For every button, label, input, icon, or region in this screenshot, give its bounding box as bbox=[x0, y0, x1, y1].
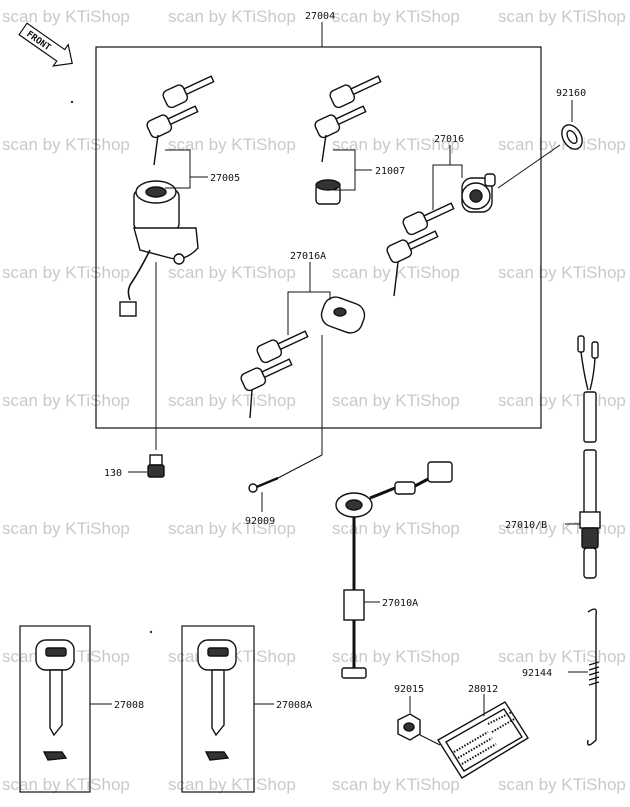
nut-92015 bbox=[397, 713, 421, 741]
watermark-text: scan by KTiShop bbox=[332, 647, 460, 666]
watermark-text: scan by KTiShop bbox=[168, 391, 296, 410]
seat-lock-27016 bbox=[461, 173, 496, 213]
watermark-text: scan by KTiShop bbox=[2, 263, 130, 282]
switch-27010a bbox=[335, 461, 453, 679]
watermark-text: scan by KTiShop bbox=[498, 7, 626, 26]
label-27010b: 27010/B bbox=[505, 520, 547, 531]
key-pair-3 bbox=[386, 202, 455, 297]
label-27008a: 27008A bbox=[276, 700, 312, 711]
watermark-text: scan by KTiShop bbox=[498, 775, 626, 794]
watermark-text: scan by KTiShop bbox=[168, 519, 296, 538]
label-92015: 92015 bbox=[394, 684, 424, 695]
watermark-text: scan by KTiShop bbox=[168, 7, 296, 26]
watermark-text: scan by KTiShop bbox=[332, 775, 460, 794]
label-28012: 28012 bbox=[468, 684, 498, 695]
watermark-layer: scan by KTiShop scan by KTiShop scan by KT… bbox=[2, 7, 626, 794]
watermark-text: scan by KTiShop bbox=[332, 391, 460, 410]
label-27010a: 27010A bbox=[382, 598, 418, 609]
spring-92144 bbox=[586, 608, 600, 746]
watermark-text: scan by KTiShop bbox=[168, 135, 296, 154]
watermark-text: scan by KTiShop bbox=[332, 263, 460, 282]
watermark-text: scan by KTiShop bbox=[332, 135, 460, 154]
label-27004: 27004 bbox=[305, 11, 335, 22]
watermark-text: scan by KTiShop bbox=[498, 647, 626, 666]
label-27008: 27008 bbox=[114, 700, 144, 711]
watermark-text: scan by KTiShop bbox=[2, 775, 130, 794]
watermark-text: scan by KTiShop bbox=[2, 135, 130, 154]
watermark-text: scan by KTiShop bbox=[332, 519, 460, 538]
watermark-text: scan by KTiShop bbox=[168, 263, 296, 282]
label-27016: 27016 bbox=[434, 134, 464, 145]
helmet-lock-27016a bbox=[320, 296, 366, 334]
label-130: 130 bbox=[104, 468, 122, 479]
label-92160: 92160 bbox=[556, 88, 586, 99]
label-92009: 92009 bbox=[245, 516, 275, 527]
front-arrow: FRONT bbox=[18, 22, 73, 67]
watermark-text: scan by KTiShop bbox=[498, 263, 626, 282]
key-frame-27008a bbox=[181, 625, 255, 793]
watermark-text: scan by KTiShop bbox=[332, 7, 460, 26]
washer-92160 bbox=[561, 124, 583, 150]
label-27005: 27005 bbox=[210, 173, 240, 184]
watermark-text: scan by KTiShop bbox=[2, 519, 130, 538]
key-pair-4 bbox=[240, 330, 309, 419]
watermark-text: scan by KTiShop bbox=[2, 7, 130, 26]
key-blank-27008 bbox=[35, 639, 75, 761]
bolt-130 bbox=[147, 454, 165, 478]
ignition-switch bbox=[119, 180, 199, 317]
key-blank-27008a bbox=[197, 639, 237, 761]
watermark-text: scan by KTiShop bbox=[498, 391, 626, 410]
screw-92009 bbox=[248, 476, 279, 493]
label-92144: 92144 bbox=[522, 668, 552, 679]
label-27016a: 27016A bbox=[290, 251, 326, 262]
switch-27010b bbox=[577, 335, 601, 579]
watermark-text: scan by KTiShop bbox=[498, 135, 626, 154]
key-frame-27008 bbox=[19, 625, 91, 793]
lock-cylinder-21007 bbox=[315, 179, 341, 205]
assembly-frame bbox=[95, 46, 542, 429]
watermark-text: scan by KTiShop bbox=[168, 775, 296, 794]
label-21007: 21007 bbox=[375, 166, 405, 177]
watermark-text: scan by KTiShop bbox=[2, 391, 130, 410]
key-pair-2 bbox=[314, 75, 382, 163]
reflector-28012 bbox=[437, 701, 529, 779]
key-pair-1 bbox=[146, 75, 215, 166]
